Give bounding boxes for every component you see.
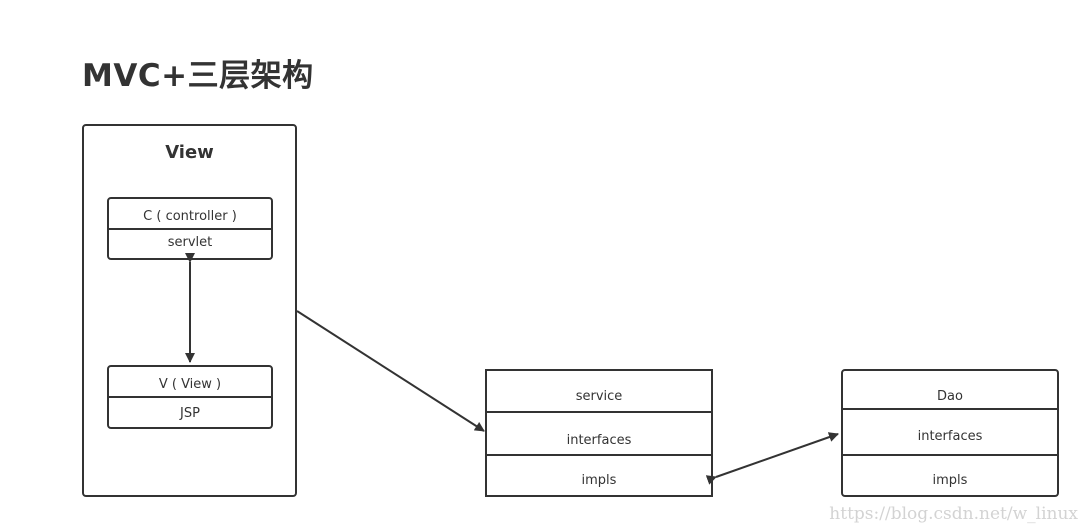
watermark-text: https://blog.csdn.net/w_linux <box>829 504 1078 524</box>
service-dao-arrow <box>705 432 839 485</box>
service-divider-2 <box>487 454 711 456</box>
controller-divider <box>109 228 271 230</box>
controller-body: servlet <box>167 235 213 250</box>
dao-divider-2 <box>843 454 1057 456</box>
view-box-body: JSP <box>180 406 200 421</box>
view-box-header: V ( View ) <box>158 377 222 392</box>
view-title: View <box>165 142 214 163</box>
service-row-impls: impls <box>581 473 617 488</box>
service-row-interfaces: interfaces <box>566 433 632 448</box>
dao-row-interfaces: interfaces <box>917 429 983 444</box>
view-service-arrow <box>296 310 485 432</box>
controller-header: C ( controller ) <box>143 209 237 224</box>
service-divider-1 <box>487 411 711 413</box>
view-box-divider <box>109 396 271 398</box>
service-box: service interfaces impls <box>485 369 713 497</box>
page-title: MVC+三层架构 <box>82 58 314 94</box>
dao-row-dao: Dao <box>937 389 963 404</box>
service-row-service: service <box>575 389 623 404</box>
dao-divider-1 <box>843 408 1057 410</box>
dao-box: Dao interfaces impls <box>841 369 1059 497</box>
view-box: V ( View ) JSP <box>107 365 273 429</box>
dao-row-impls: impls <box>932 473 968 488</box>
